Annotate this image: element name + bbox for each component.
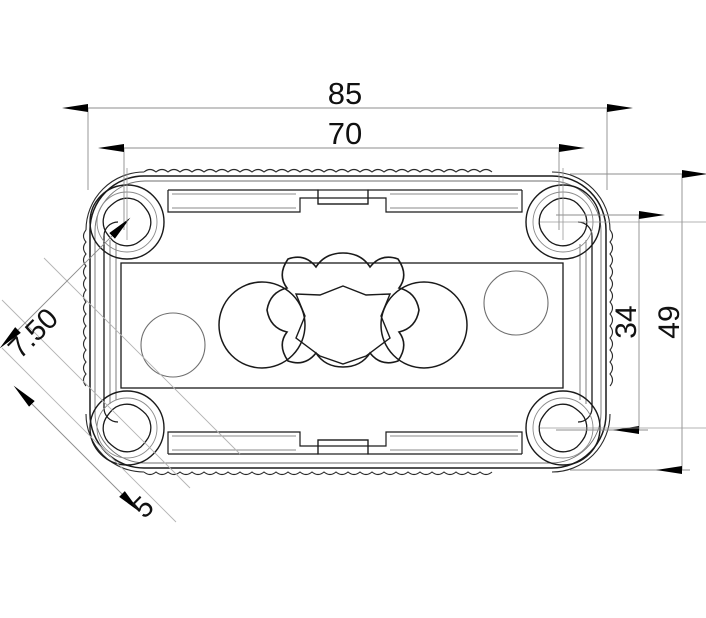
dim-label-85: 85 <box>328 76 362 111</box>
dim-label-70: 70 <box>328 116 362 151</box>
small-circle-left <box>140 312 206 378</box>
part-body <box>82 168 614 476</box>
diag-construction-ref <box>43 257 241 455</box>
outer-outline <box>89 175 607 469</box>
rosette-inner-star-outline <box>294 285 392 365</box>
corner-boss-bottom-left <box>89 390 165 466</box>
dimline-7p50 <box>0 217 131 349</box>
centerline-layer <box>126 168 706 429</box>
outer-outline-secondary <box>94 180 602 464</box>
dimline-5 <box>13 385 141 513</box>
dim-label-5: 5 <box>127 491 161 525</box>
rosette-outer-lobe-outline <box>266 252 420 368</box>
center-rosette <box>266 252 420 368</box>
small-circle-right <box>483 270 549 336</box>
flank-circle-right <box>380 281 468 369</box>
dim-label-34: 34 <box>610 305 643 338</box>
flank-circle-left <box>218 281 306 369</box>
dim-label-49: 49 <box>653 305 686 338</box>
right-rail <box>577 221 593 423</box>
dimension-layer <box>0 104 706 523</box>
dim-label-7p50: 7.50 <box>2 302 65 365</box>
inner-recess-rect <box>120 262 564 389</box>
top-rail <box>167 189 523 213</box>
bottom-rail <box>167 431 523 455</box>
